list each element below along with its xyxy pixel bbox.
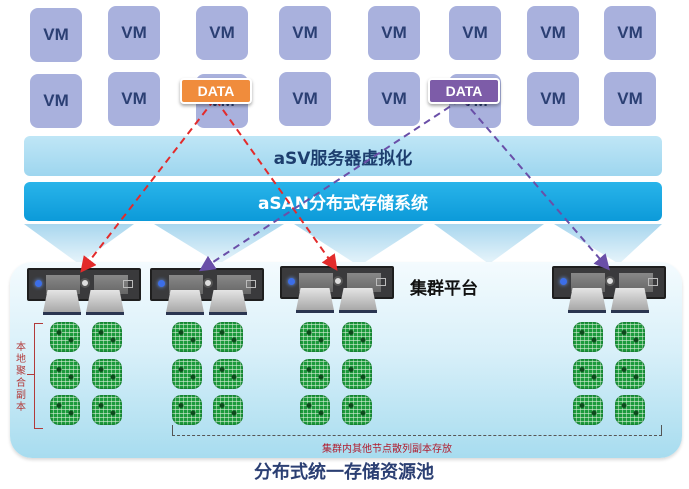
vm-tile: VM bbox=[449, 6, 501, 60]
server-chassis bbox=[280, 266, 394, 299]
storage-chip-icon bbox=[342, 395, 372, 425]
ssd-disk-icon bbox=[296, 288, 334, 313]
storage-chip-icon bbox=[342, 322, 372, 352]
remote-replica-label: 集群内其他节点散列副本存放 bbox=[322, 444, 452, 455]
storage-chip-icon bbox=[300, 359, 330, 389]
ssd-disk-icon bbox=[209, 290, 247, 315]
storage-chip-icon bbox=[50, 359, 80, 389]
drive-bay bbox=[619, 273, 653, 292]
storage-chip-icon bbox=[50, 322, 80, 352]
vm-tile: VM bbox=[279, 72, 331, 126]
funnel-triangle bbox=[294, 224, 424, 266]
remote-replica-bracket bbox=[172, 425, 662, 436]
data-tag-orange: DATA bbox=[180, 78, 252, 104]
storage-chip-icon bbox=[615, 359, 645, 389]
knob-icon bbox=[203, 278, 213, 288]
port-icon bbox=[376, 278, 386, 286]
cluster-title: 集群平台 bbox=[410, 279, 478, 299]
vm-tile: VM bbox=[527, 72, 579, 126]
ssd-disk-icon bbox=[611, 288, 649, 313]
storage-chip-icon bbox=[92, 359, 122, 389]
port-icon bbox=[123, 280, 133, 288]
power-led-icon bbox=[560, 278, 567, 285]
vm-tile: VM bbox=[368, 6, 420, 60]
drive-bay bbox=[46, 275, 80, 294]
knob-icon bbox=[333, 276, 343, 286]
drive-bay bbox=[347, 273, 381, 292]
local-replica-bracket bbox=[34, 323, 43, 429]
ssd-disk-icon bbox=[43, 290, 81, 315]
pool-title: 分布式统一存储资源池 bbox=[254, 462, 434, 483]
local-replica-label: 本地聚合副本 bbox=[16, 342, 26, 413]
funnel-triangle bbox=[154, 224, 284, 264]
server-chassis bbox=[27, 268, 141, 301]
storage-chip-icon bbox=[172, 359, 202, 389]
storage-chip-icon bbox=[615, 395, 645, 425]
storage-chip-icon bbox=[615, 322, 645, 352]
storage-chip-icon bbox=[172, 322, 202, 352]
storage-chip-icon bbox=[213, 359, 243, 389]
vm-tile: VM bbox=[527, 6, 579, 60]
power-led-icon bbox=[158, 280, 165, 287]
storage-chip-icon bbox=[50, 395, 80, 425]
drive-bay bbox=[299, 273, 333, 292]
storage-chip-icon bbox=[92, 322, 122, 352]
storage-chip-icon bbox=[300, 395, 330, 425]
data-tag-purple: DATA bbox=[428, 78, 500, 104]
storage-chip-icon bbox=[342, 359, 372, 389]
ssd-disk-icon bbox=[568, 288, 606, 313]
knob-icon bbox=[80, 278, 90, 288]
storage-chip-icon bbox=[92, 395, 122, 425]
vm-tile: VM bbox=[604, 6, 656, 60]
ssd-disk-icon bbox=[166, 290, 204, 315]
vm-tile: VM bbox=[108, 6, 160, 60]
storage-layer: aSAN分布式存储系统 bbox=[24, 182, 662, 221]
vm-tile: VM bbox=[30, 74, 82, 128]
vm-tile: VM bbox=[279, 6, 331, 60]
local-replica-bracket-tick bbox=[27, 374, 35, 375]
storage-chip-icon bbox=[213, 322, 243, 352]
ssd-disk-icon bbox=[339, 288, 377, 313]
vm-tile: VM bbox=[604, 72, 656, 126]
virtualization-layer-label: aSV服务器虚拟化 bbox=[273, 148, 413, 169]
funnel-triangle bbox=[24, 224, 134, 264]
vm-tile: VM bbox=[196, 6, 248, 60]
drive-bay bbox=[571, 273, 605, 292]
storage-chip-icon bbox=[573, 322, 603, 352]
vm-tile: VM bbox=[30, 8, 82, 62]
drive-bay bbox=[169, 275, 203, 294]
knob-icon bbox=[605, 276, 615, 286]
funnel-triangle bbox=[434, 224, 544, 264]
power-led-icon bbox=[35, 280, 42, 287]
drive-bay bbox=[94, 275, 128, 294]
server-chassis bbox=[150, 268, 264, 301]
storage-chip-icon bbox=[300, 322, 330, 352]
power-led-icon bbox=[288, 278, 295, 285]
vm-tile: VM bbox=[368, 72, 420, 126]
vm-tile: VM bbox=[108, 72, 160, 126]
storage-chip-icon bbox=[573, 395, 603, 425]
storage-chip-icon bbox=[573, 359, 603, 389]
server-chassis bbox=[552, 266, 666, 299]
virtualization-layer: aSV服务器虚拟化 bbox=[24, 136, 662, 176]
port-icon bbox=[648, 278, 658, 286]
storage-chip-icon bbox=[213, 395, 243, 425]
port-icon bbox=[246, 280, 256, 288]
storage-chip-icon bbox=[172, 395, 202, 425]
funnel-triangle bbox=[554, 224, 662, 264]
ssd-disk-icon bbox=[86, 290, 124, 315]
drive-bay bbox=[217, 275, 251, 294]
storage-layer-label: aSAN分布式存储系统 bbox=[257, 194, 429, 214]
